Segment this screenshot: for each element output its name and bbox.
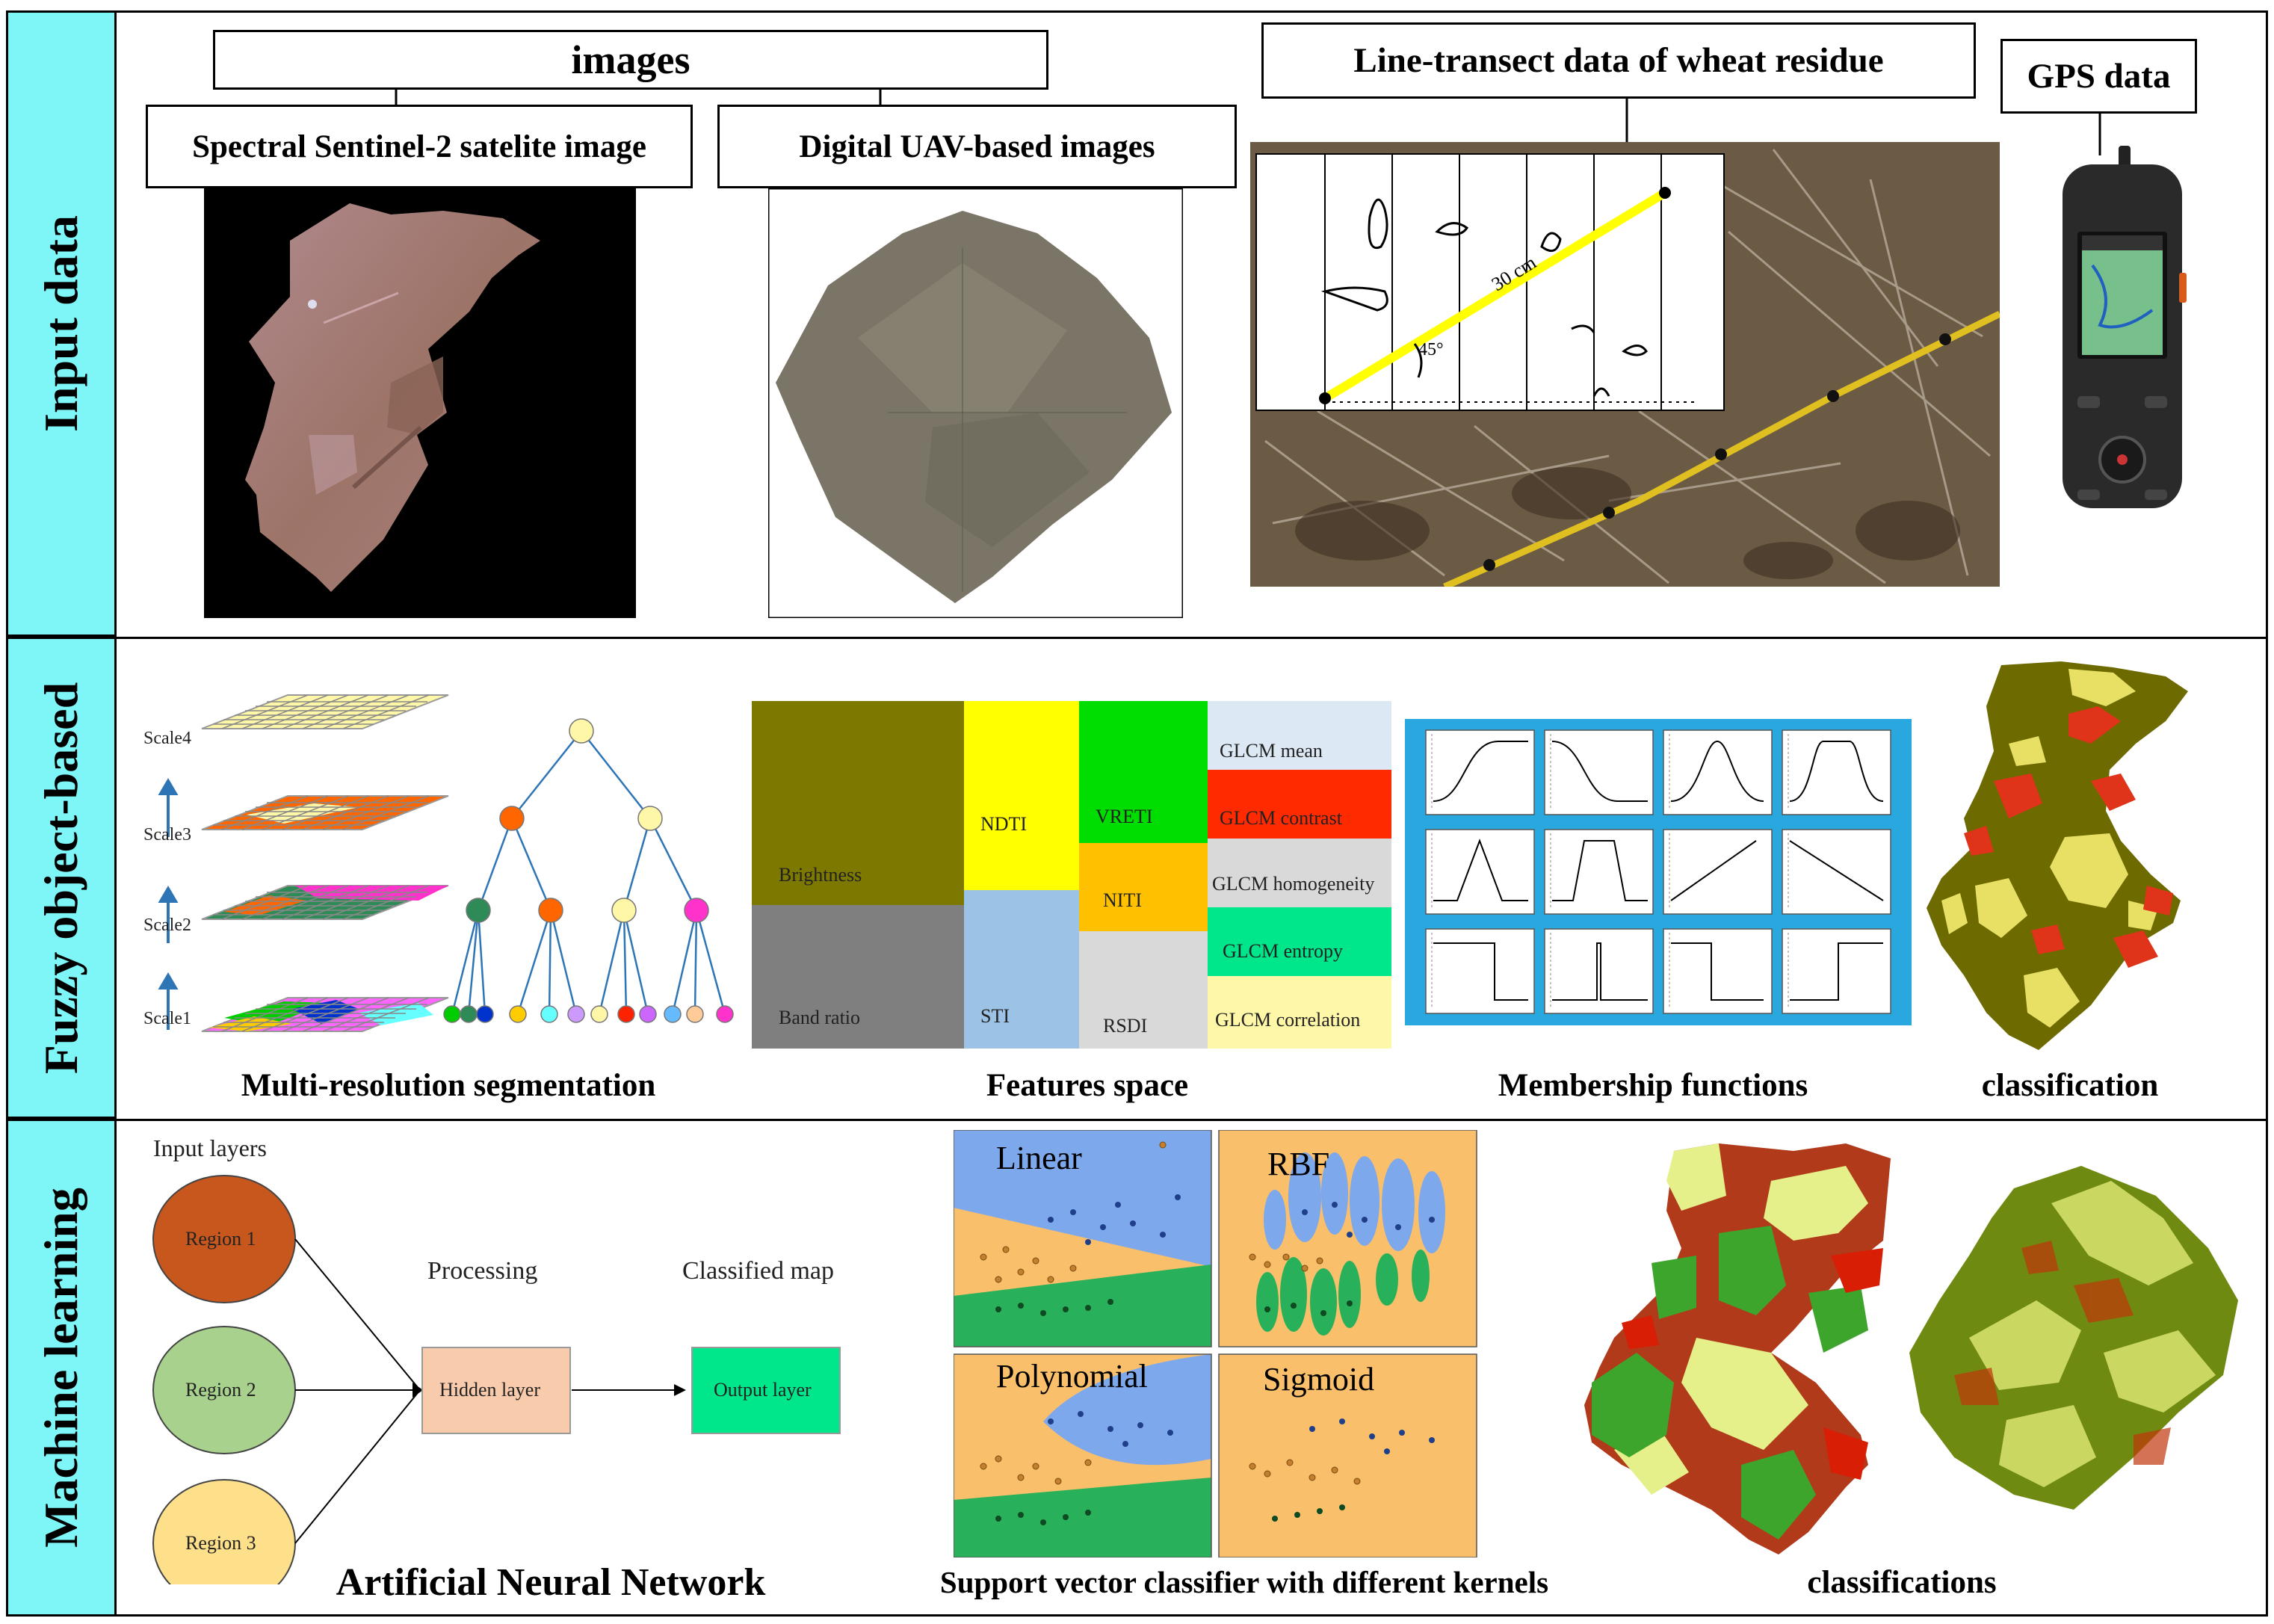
scale3-label: Scale3 (143, 825, 191, 845)
svc-sigmoid-label: Sigmoid (1263, 1361, 1375, 1398)
svc-linear-panel (954, 1130, 1211, 1347)
classifications-caption: classifications (1807, 1565, 1997, 1600)
svc-polynomial-panel (954, 1354, 1211, 1557)
feature-glcm-correlation: GLCM correlation (1208, 976, 1391, 1049)
segmentation-caption: Multi-resolution segmentation (241, 1068, 656, 1103)
svc-linear-label: Linear (996, 1140, 1082, 1176)
feature-brightness: Brightness (752, 701, 964, 905)
svc-rbf-label: RBF (1267, 1146, 1330, 1182)
svc-rbf-panel (1219, 1130, 1477, 1347)
ml-classification-map-2 (1909, 1166, 2238, 1510)
transect-angle-label: 45° (1418, 340, 1444, 359)
classified-map-label: Classified map (682, 1257, 835, 1285)
feature-band-ratio: Band ratio (752, 905, 964, 1049)
region3-label: Region 3 (185, 1532, 256, 1554)
scale1-label: Scale1 (143, 1009, 191, 1028)
uav-image (768, 188, 1183, 618)
transect-title: Line-transect data of wheat residue (1261, 22, 1976, 99)
sentinel-image (204, 188, 636, 618)
ann-caption: Artificial Neural Network (336, 1561, 766, 1604)
svc-caption: Support vector classifier with different… (939, 1565, 1549, 1599)
fuzzy-classification-map (1927, 661, 2188, 1050)
feature-glcm-contrast: GLCM contrast (1208, 770, 1391, 839)
row-label-fuzzy-text: Fuzzy object-based (34, 682, 87, 1074)
region1-label: Region 1 (185, 1228, 256, 1250)
row-label-fuzzy: Fuzzy object-based (6, 637, 117, 1119)
uav-title-text: Digital UAV-based images (799, 129, 1155, 164)
sentinel-title-text: Spectral Sentinel-2 satelite image (192, 129, 646, 164)
row-label-ml: Machine learning (6, 1119, 117, 1617)
scale2-label: Scale2 (143, 916, 191, 935)
scale4-label: Scale4 (143, 729, 191, 748)
row-label-ml-text: Machine learning (34, 1188, 87, 1548)
region2-label: Region 2 (185, 1379, 256, 1401)
svc-sigmoid-panel (1219, 1354, 1477, 1557)
uav-title: Digital UAV-based images (717, 105, 1237, 188)
feature-glcm-mean: GLCM mean (1208, 701, 1391, 770)
features-caption: Features space (986, 1068, 1189, 1103)
feature-glcm-homogeneity: GLCM homogeneity (1208, 839, 1391, 907)
ml-classification-map-1 (1584, 1143, 1891, 1554)
output-layer-label: Output layer (714, 1379, 812, 1401)
gps-device-image (2063, 146, 2187, 508)
transect-title-text: Line-transect data of wheat residue (1353, 41, 1884, 80)
processing-label: Processing (427, 1257, 538, 1285)
sentinel-title: Spectral Sentinel-2 satelite image (146, 105, 693, 188)
ann-diagram (152, 1175, 841, 1584)
transect-photo: 30 cm 45° (1250, 142, 2000, 587)
membership-functions (1405, 719, 1912, 1025)
segmentation-diagram (158, 694, 734, 1032)
row-label-input-data: Input data (6, 10, 117, 637)
input-layers-label: Input layers (153, 1134, 267, 1161)
features-space-grid: Brightness Band ratio NDTI STI VRETI NIT… (752, 701, 1391, 1049)
images-header: images (213, 30, 1048, 90)
feature-ndti: NDTI (964, 701, 1079, 890)
classification-caption: classification (1981, 1068, 2159, 1103)
row-label-input-data-text: Input data (34, 215, 87, 432)
images-header-text: images (571, 37, 690, 82)
feature-rsdi: RSDI (1079, 931, 1208, 1049)
hidden-layer-label: Hidden layer (439, 1379, 541, 1401)
gps-title: GPS data (2000, 39, 2197, 114)
feature-sti: STI (964, 890, 1079, 1049)
svc-kernels (954, 1130, 1477, 1557)
feature-glcm-entropy: GLCM entropy (1208, 907, 1391, 976)
images-connector (395, 90, 2101, 155)
membership-caption: Membership functions (1498, 1068, 1808, 1103)
svc-polynomial-label: Polynomial (996, 1358, 1148, 1395)
feature-vreti: VRETI (1079, 701, 1208, 843)
gps-title-text: GPS data (2027, 57, 2171, 96)
feature-niti: NITI (1079, 843, 1208, 931)
